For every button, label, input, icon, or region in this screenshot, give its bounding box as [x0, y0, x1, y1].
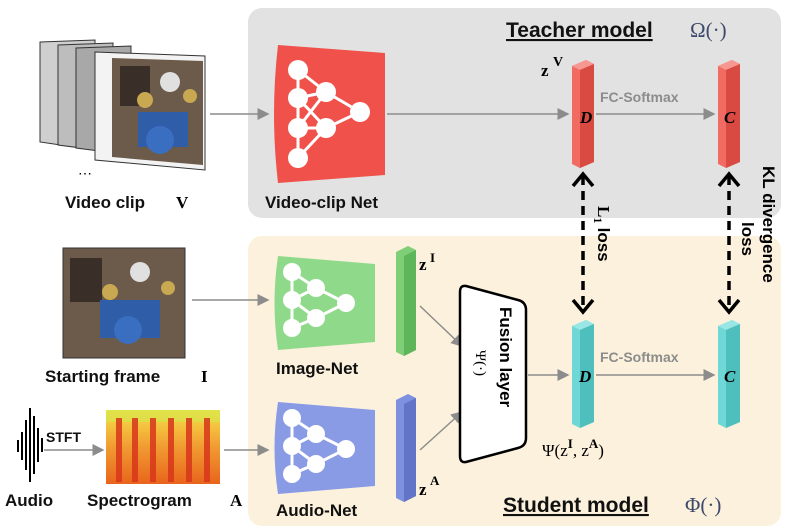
stft-label: STFT: [46, 429, 81, 445]
teacher-feature-c: [718, 60, 740, 168]
image-feature-sup: I: [430, 250, 435, 265]
fusion-func: Ψ(·): [472, 350, 488, 376]
video-clip-label: Video clip: [65, 193, 145, 212]
svg-text:⋯: ⋯: [78, 165, 92, 181]
svg-text:L1 loss: L1 loss: [591, 206, 613, 262]
teacher-d-label: D: [579, 108, 592, 127]
l1-loss-label: L1 loss: [591, 206, 613, 262]
video-clip-symbol: V: [176, 193, 189, 212]
spectrogram-label: Spectrogram: [87, 491, 192, 510]
student-title: Student model: [503, 494, 649, 517]
spectrogram-image: [106, 410, 220, 484]
audio-waveform: [17, 408, 43, 482]
teacher-c-label: C: [724, 108, 736, 127]
starting-frame-symbol: I: [201, 367, 208, 386]
audio-to-fusion-arrow: [419, 410, 464, 451]
svg-text:Ψ(zI, zA): Ψ(zI, zA): [542, 436, 604, 460]
spectrogram-symbol: A: [230, 491, 243, 510]
teacher-func: Ω(·): [690, 18, 727, 42]
fused-output-label: Ψ(zI, zA): [542, 436, 604, 460]
kl-loss-arrow: [717, 171, 741, 315]
audio-label: Audio: [5, 491, 53, 510]
l1-loss-arrow: [571, 171, 595, 315]
student-feature-d: [572, 320, 594, 428]
audio-net-label: Audio-Net: [276, 501, 358, 520]
video-clip-net-label: Video-clip Net: [265, 193, 378, 212]
student-func: Φ(·): [685, 493, 721, 517]
starting-frame-image: [62, 247, 186, 359]
video-clip-image: ⋯: [39, 39, 206, 181]
image-to-fusion-arrow: [419, 305, 464, 348]
teacher-feature-d: [572, 60, 594, 168]
teacher-feature-sup: V: [553, 55, 563, 70]
teacher-fc-label: FC-Softmax: [600, 89, 679, 105]
student-feature-c: [718, 320, 740, 428]
fusion-label: Fusion layer: [496, 307, 515, 408]
video-clip-net: [274, 45, 385, 183]
student-c-label: C: [724, 367, 736, 386]
teacher-feature-z: z: [541, 61, 549, 80]
kl-loss-label-line1: KL divergence: [759, 166, 778, 283]
audio-net: [274, 402, 375, 494]
audio-feature-sup: A: [430, 473, 440, 488]
image-feature-bar: [396, 246, 416, 356]
starting-frame-label: Starting frame: [45, 367, 160, 386]
student-d-label: D: [578, 367, 591, 386]
teacher-title: Teacher model: [506, 19, 653, 42]
audio-feature-bar: [396, 394, 416, 502]
audio-feature-z: z: [419, 480, 427, 499]
image-net: [274, 256, 375, 350]
student-fc-label: FC-Softmax: [600, 349, 679, 365]
image-feature-z: z: [419, 255, 427, 274]
kl-loss-label-line2: loss: [738, 222, 757, 256]
image-net-label: Image-Net: [276, 359, 359, 378]
fusion-layer: Fusion layer Ψ(·): [458, 284, 528, 464]
